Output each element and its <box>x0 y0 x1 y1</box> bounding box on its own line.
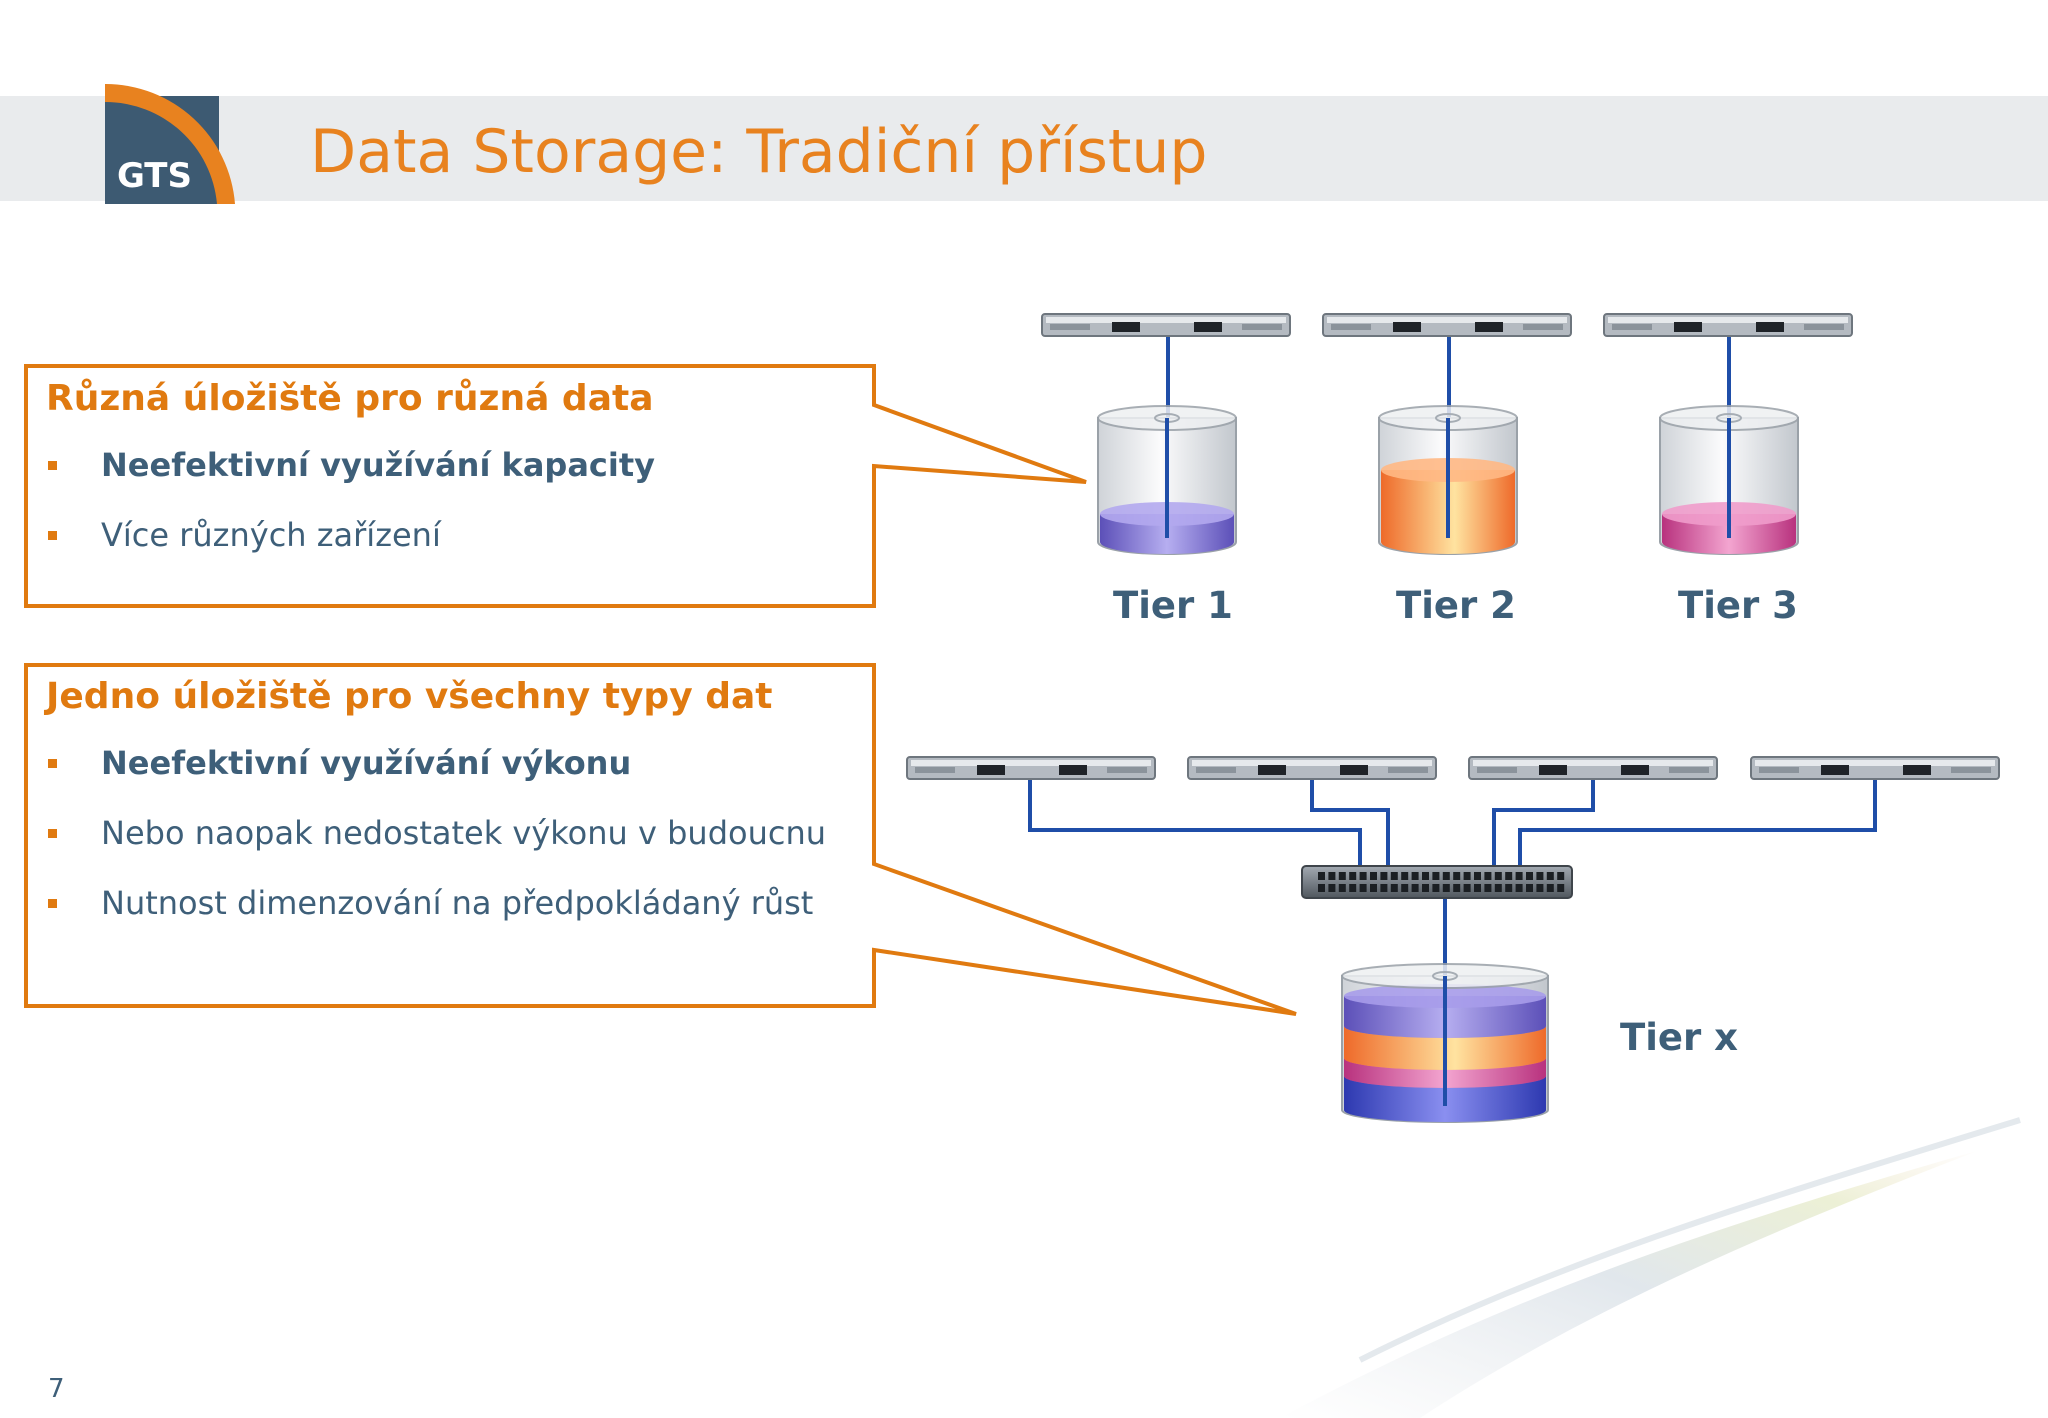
svg-text:GTS: GTS <box>117 156 192 196</box>
server-unit <box>1468 756 1718 780</box>
bullet-marker <box>48 531 57 540</box>
switch-port <box>1380 884 1388 892</box>
switch-port <box>1328 884 1336 892</box>
switch-port <box>1463 872 1471 880</box>
switch-port <box>1359 884 1367 892</box>
switch-port <box>1515 872 1523 880</box>
server-unit <box>1750 756 2000 780</box>
tier-1-label: Tier 1 <box>1113 584 1233 627</box>
tier-x-cylinder <box>1341 963 1549 1123</box>
server-unit <box>1322 313 1572 337</box>
switch-port <box>1505 884 1513 892</box>
switch-port <box>1359 872 1367 880</box>
switch-port <box>1432 872 1440 880</box>
tier-3-label: Tier 3 <box>1678 584 1798 627</box>
switch-port <box>1557 884 1565 892</box>
switch-port <box>1484 872 1492 880</box>
switch-port <box>1494 884 1502 892</box>
bullet-marker <box>48 759 57 768</box>
switch-port <box>1536 884 1544 892</box>
switch-port <box>1442 872 1450 880</box>
switch-port <box>1422 884 1429 892</box>
tier-2-label: Tier 2 <box>1396 584 1516 627</box>
bullet-marker <box>48 461 57 470</box>
switch-port <box>1484 884 1492 892</box>
gts-logo: GTS <box>105 84 235 204</box>
switch-port <box>1474 884 1481 892</box>
server-unit <box>906 756 1156 780</box>
switch-port <box>1515 884 1523 892</box>
box-2-bullet-2: Nebo naopak nedostatek výkonu v budoucnu <box>101 814 827 852</box>
switch-port <box>1411 884 1419 892</box>
tier-x-label: Tier x <box>1620 1016 1739 1059</box>
box-1-title: Různá úložiště pro různá data <box>46 378 654 419</box>
switch-port <box>1422 872 1429 880</box>
switch-port <box>1411 872 1419 880</box>
switch-port <box>1318 884 1325 892</box>
server-unit <box>1041 313 1291 337</box>
switch-port <box>1557 872 1565 880</box>
switch-port <box>1318 872 1325 880</box>
callout-box-2 <box>24 663 1297 1016</box>
switch-port <box>1401 872 1409 880</box>
callout-box-1 <box>24 364 1087 608</box>
switch-port <box>1536 872 1544 880</box>
decorative-swoosh <box>1280 1150 1980 1418</box>
switch-port <box>1505 872 1513 880</box>
switch-port <box>1526 884 1533 892</box>
switch-port <box>1546 884 1554 892</box>
page-number: 7 <box>48 1374 65 1404</box>
box-2-title: Jedno úložiště pro všechny typy dat <box>46 676 773 717</box>
switch-port <box>1370 884 1377 892</box>
switch-port <box>1432 884 1440 892</box>
box-1-bullet-2: Více různých zařízení <box>101 516 441 554</box>
tier-3-cylinder <box>1659 405 1799 555</box>
switch-port <box>1370 872 1377 880</box>
tier-2-cylinder <box>1378 405 1518 555</box>
switch-port <box>1526 872 1533 880</box>
tier-1-cylinder <box>1097 405 1237 555</box>
box-2-bullet-1: Neefektivní využívání výkonu <box>101 744 632 782</box>
network-switch <box>1301 865 1573 899</box>
switch-port <box>1380 872 1388 880</box>
switch-port <box>1349 884 1357 892</box>
switch-port <box>1349 872 1357 880</box>
switch-port <box>1474 872 1481 880</box>
slide-title: Data Storage: Tradiční přístup <box>310 117 1208 187</box>
switch-port <box>1546 872 1554 880</box>
switch-port <box>1494 872 1502 880</box>
switch-port <box>1338 884 1346 892</box>
server-unit <box>1187 756 1437 780</box>
box-1-bullet-1: Neefektivní využívání kapacity <box>101 446 656 484</box>
switch-port <box>1390 884 1398 892</box>
bullet-marker <box>48 829 57 838</box>
box-2-bullet-3: Nutnost dimenzování na předpokládaný růs… <box>101 884 814 922</box>
switch-port <box>1328 872 1336 880</box>
title-band <box>0 96 2048 201</box>
switch-port <box>1453 884 1461 892</box>
switch-port <box>1442 884 1450 892</box>
switch-port <box>1390 872 1398 880</box>
switch-port <box>1463 884 1471 892</box>
switch-port <box>1453 872 1461 880</box>
server-unit <box>1603 313 1853 337</box>
switch-port <box>1401 884 1409 892</box>
bottom-cables <box>1028 778 1877 990</box>
bullet-marker <box>48 899 57 908</box>
switch-port <box>1338 872 1346 880</box>
